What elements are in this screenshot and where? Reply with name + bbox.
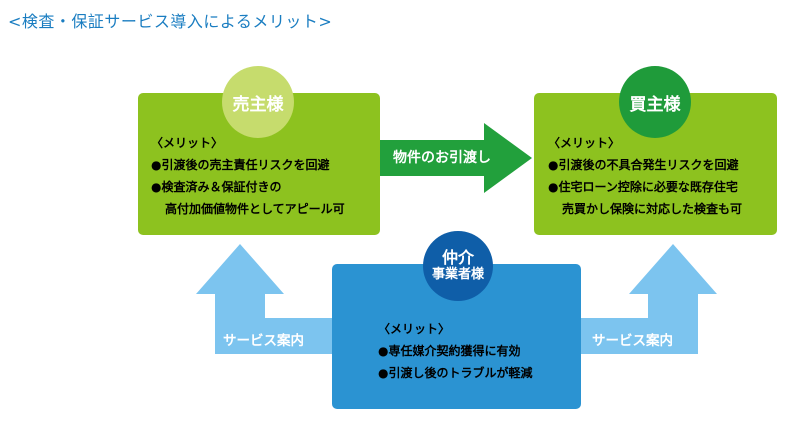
seller-title: 売主様: [232, 94, 284, 115]
broker-merit-header: 〈メリット〉: [378, 322, 451, 336]
buyer-merit-item: ●住宅ローン控除に必要な既存住宅: [548, 180, 738, 194]
service-arrow-right: [581, 244, 717, 354]
transfer-arrow-label: 物件のお引渡し: [393, 150, 491, 166]
broker-merits: 〈メリット〉 ●専任媒介契約獲得に有効 ●引渡し後のトラブルが軽減: [378, 318, 532, 384]
service-arrow-left: [196, 244, 332, 354]
seller-merits: 〈メリット〉 ●引渡後の売主責任リスクを回避 ●検査済み＆保証付きの 高付加価値…: [151, 132, 345, 220]
seller-merit-item: ●引渡後の売主責任リスクを回避: [151, 158, 330, 172]
transfer-arrow: [380, 123, 532, 193]
service-arrow-left-label: サービス案内: [223, 333, 304, 349]
broker-merit-item: ●引渡し後のトラブルが軽減: [378, 366, 533, 380]
broker-title-line2: 事業者様: [431, 266, 484, 282]
buyer-merits: 〈メリット〉 ●引渡後の不具合発生リスクを回避 ●住宅ローン控除に必要な既存住宅…: [548, 132, 742, 220]
broker-title-circle: 仲介 事業者様: [423, 231, 493, 301]
broker-merit-item: ●専任媒介契約獲得に有効: [378, 344, 521, 358]
seller-merit-item: 高付加価値物件としてアピール可: [165, 202, 345, 216]
broker-title-line1: 仲介: [441, 248, 474, 268]
buyer-title-circle: 買主様: [619, 66, 691, 138]
buyer-title: 買主様: [629, 94, 681, 115]
diagram-heading: <検査・保証サービス導入によるメリット>: [8, 12, 333, 31]
buyer-merit-header: 〈メリット〉: [548, 136, 621, 150]
seller-merit-item: ●検査済み＆保証付きの: [151, 180, 282, 194]
buyer-merit-item: 売買かし保険に対応した検査も可: [562, 202, 743, 216]
service-arrow-right-label: サービス案内: [592, 333, 673, 349]
seller-merit-header: 〈メリット〉: [151, 136, 224, 150]
seller-title-circle: 売主様: [222, 66, 294, 138]
buyer-merit-item: ●引渡後の不具合発生リスクを回避: [548, 158, 739, 172]
